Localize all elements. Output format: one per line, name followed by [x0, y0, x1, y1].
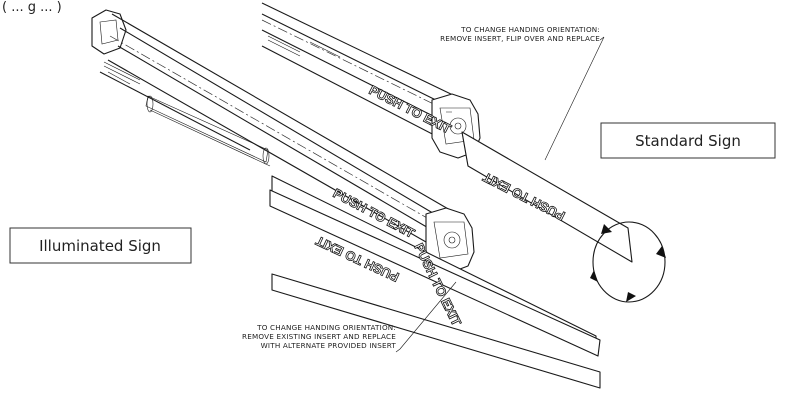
standard-sign-label-box: Standard Sign: [600, 122, 776, 159]
standard-sign-insert: [461, 131, 633, 263]
flip-rotation-icon: [590, 221, 666, 303]
svg-text:REMOVE INSERT, FLIP OVER AND R: REMOVE INSERT, FLIP OVER AND REPLACE: [440, 34, 600, 43]
bottom-note: TO CHANGE HANDING ORIENTATION: REMOVE EX…: [242, 323, 396, 350]
illuminated-insert-upper: [269, 175, 601, 357]
top-note: TO CHANGE HANDING ORIENTATION: REMOVE IN…: [440, 25, 600, 43]
svg-text:TO CHANGE HANDING ORIENTATION:: TO CHANGE HANDING ORIENTATION:: [460, 25, 600, 34]
illuminated-insert-lower: [271, 273, 601, 389]
bottom-note-leader: [395, 281, 457, 353]
illuminated-sign-label-box: Illuminated Sign: [9, 227, 192, 264]
svg-text:REMOVE EXISTING INSERT AND REP: REMOVE EXISTING INSERT AND REPLACE: [242, 332, 396, 341]
svg-text:WITH ALTERNATE PROVIDED INSERT: WITH ALTERNATE PROVIDED INSERT: [261, 341, 397, 350]
svg-text:TO CHANGE HANDING ORIENTATION:: TO CHANGE HANDING ORIENTATION:: [256, 323, 396, 332]
top-note-leader: [544, 36, 605, 161]
illuminated-exit-bar: [91, 9, 475, 273]
svg-text:Standard Sign: Standard Sign: [635, 132, 741, 150]
header-partial-text: ( ... g ... ): [2, 0, 62, 15]
svg-text:Illuminated Sign: Illuminated Sign: [39, 237, 161, 255]
